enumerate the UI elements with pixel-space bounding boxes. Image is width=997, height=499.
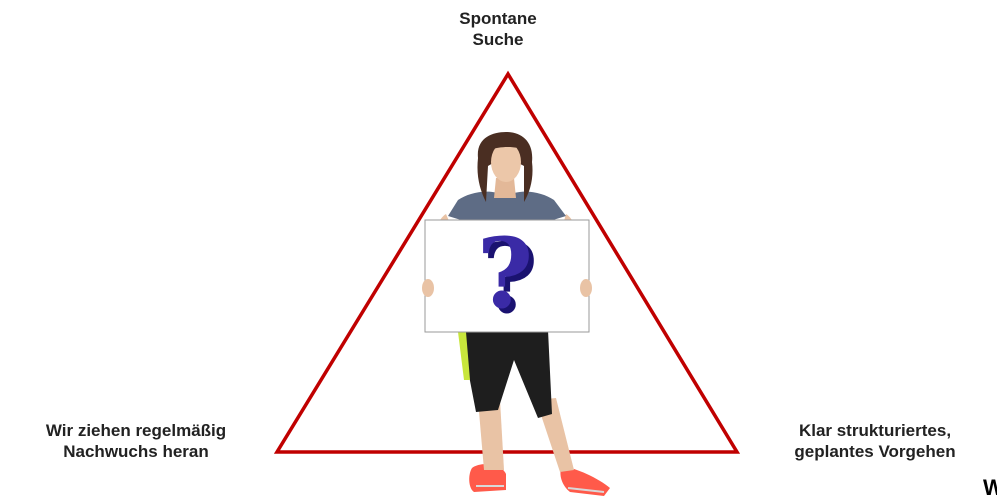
question-mark-icon: ? ? [477, 217, 538, 335]
label-right-vertex: Klar strukturiertes, geplantes Vorgehen [760, 420, 990, 462]
label-right-line-2: geplantes Vorgehen [760, 441, 990, 462]
label-right-line-1: Klar strukturiertes, [760, 420, 990, 441]
label-left-line-1: Wir ziehen regelmäßig [2, 420, 270, 441]
label-left-line-2: Nachwuchs heran [2, 441, 270, 462]
cropped-corner-text: W [983, 476, 997, 499]
svg-text:?: ? [477, 217, 533, 330]
label-top-vertex: Spontane Suche [438, 8, 558, 50]
label-top-line-1: Spontane [438, 8, 558, 29]
label-left-vertex: Wir ziehen regelmäßig Nachwuchs heran [2, 420, 270, 462]
label-top-line-2: Suche [438, 29, 558, 50]
